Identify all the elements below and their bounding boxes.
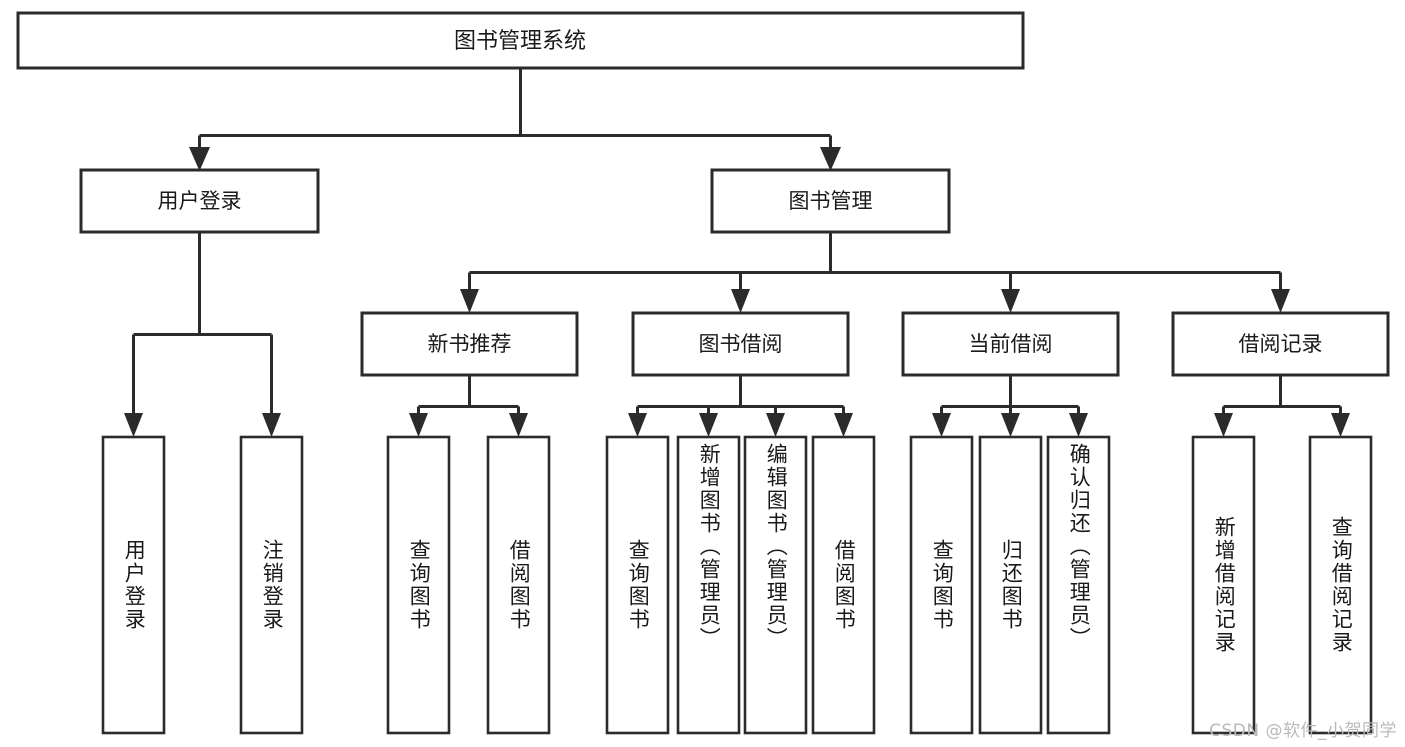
arrowhead-leaf-logout-login — [262, 413, 281, 437]
arrowhead-leaf-confirm-return — [1069, 413, 1088, 437]
node-new-book-recommend-label: 新书推荐 — [428, 332, 512, 356]
node-leaf-add-book-box[interactable] — [676, 435, 741, 735]
arrowhead-new-book-recommend — [460, 289, 479, 313]
node-leaf-add-record-box[interactable] — [1191, 435, 1256, 735]
arrowhead-leaf-borrow-book-1 — [509, 413, 528, 437]
arrowhead-current-borrow — [1001, 289, 1020, 313]
node-current-borrow[interactable]: 当前借阅 — [901, 311, 1120, 377]
arrowhead-leaf-query-book-1 — [409, 413, 428, 437]
node-leaf-query-book-1-box[interactable] — [386, 435, 451, 735]
node-root-box — [16, 11, 1025, 70]
node-book-manage-label: 图书管理 — [789, 189, 873, 213]
node-book-borrow-box — [631, 311, 850, 377]
arrowhead-leaf-query-book-3 — [932, 413, 951, 437]
node-leaf-confirm-return-box[interactable] — [1046, 435, 1111, 735]
arrowhead-book-borrow — [731, 289, 750, 313]
node-leaf-query-book-3-box[interactable] — [909, 435, 974, 735]
arrowhead-leaf-return-book — [1001, 413, 1020, 437]
node-leaf-edit-book-box[interactable] — [743, 435, 808, 735]
node-user-login-box — [79, 168, 320, 234]
arrowhead-leaf-query-record — [1331, 413, 1350, 437]
arrowhead-book-manage — [820, 147, 841, 171]
node-new-book-recommend-box — [360, 311, 579, 377]
arrowhead-leaf-add-record — [1214, 413, 1233, 437]
node-borrow-record-label: 借阅记录 — [1239, 332, 1323, 356]
node-new-book-recommend[interactable]: 新书推荐 — [360, 311, 579, 377]
arrowhead-borrow-record — [1271, 289, 1290, 313]
node-user-login-label: 用户登录 — [158, 189, 242, 213]
node-leaf-return-book-box[interactable] — [978, 435, 1043, 735]
arrowhead-user-login — [189, 147, 210, 171]
node-book-manage-box — [710, 168, 951, 234]
node-leaf-user-login-box[interactable] — [101, 435, 166, 735]
connector-layer — [124, 68, 1350, 437]
node-current-borrow-box — [901, 311, 1120, 377]
arrowhead-leaf-query-book-2 — [628, 413, 647, 437]
arrowhead-leaf-add-book — [699, 413, 718, 437]
node-current-borrow-label: 当前借阅 — [969, 332, 1053, 356]
node-leaf-borrow-book-1-box[interactable] — [486, 435, 551, 735]
arrowhead-leaf-borrow-book-2 — [834, 413, 853, 437]
arrowhead-leaf-user-login — [124, 413, 143, 437]
node-user-login[interactable]: 用户登录 — [79, 168, 320, 234]
node-book-borrow-label: 图书借阅 — [699, 332, 783, 356]
node-leaf-query-book-2-box[interactable] — [605, 435, 670, 735]
node-borrow-record-box — [1171, 311, 1390, 377]
node-leaf-logout-login-box[interactable] — [239, 435, 304, 735]
node-leaf-query-record-box[interactable] — [1308, 435, 1373, 735]
node-leaf-borrow-book-2-box[interactable] — [811, 435, 876, 735]
node-book-borrow[interactable]: 图书借阅 — [631, 311, 850, 377]
node-book-manage[interactable]: 图书管理 — [710, 168, 951, 234]
arrowhead-leaf-edit-book — [766, 413, 785, 437]
node-borrow-record[interactable]: 借阅记录 — [1171, 311, 1390, 377]
node-root[interactable]: 图书管理系统 — [16, 11, 1025, 70]
node-root-label: 图书管理系统 — [454, 29, 586, 54]
